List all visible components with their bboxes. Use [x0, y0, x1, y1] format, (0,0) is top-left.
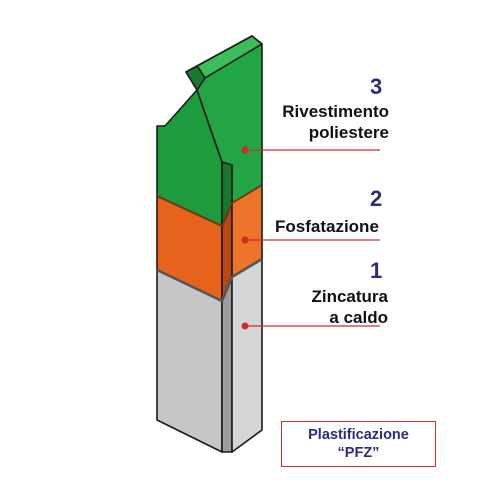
layer-1-label-line-1: Zincatura	[311, 287, 388, 306]
leader-dot-2	[241, 236, 249, 244]
layer-2-label: Fosfatazione	[275, 217, 379, 236]
leader-3	[241, 146, 380, 154]
layer-2-number: 2	[370, 186, 383, 211]
polyester-layer	[156, 35, 263, 227]
layer-3-label-line-1: Rivestimento	[282, 102, 389, 121]
layer-3-label-line-2: poliestere	[308, 123, 389, 142]
layer-1-number: 1	[370, 258, 383, 283]
pfz-badge: Plastificazione “PFZ”	[281, 421, 436, 467]
layer-1-label-line-2: a caldo	[329, 308, 388, 327]
zinc-layer	[156, 258, 263, 453]
layer-1-label: Zincatura a caldo	[270, 286, 388, 328]
leader-2	[241, 236, 380, 244]
layer-3-number: 3	[370, 74, 383, 99]
leader-1	[241, 322, 380, 330]
layer-3-label: Rivestimento poliestere	[255, 101, 389, 143]
badge-line-1: Plastificazione	[308, 427, 409, 443]
badge-line-2: “PFZ”	[337, 445, 380, 461]
leader-dot-1	[241, 322, 249, 330]
leader-dot-3	[241, 146, 249, 154]
